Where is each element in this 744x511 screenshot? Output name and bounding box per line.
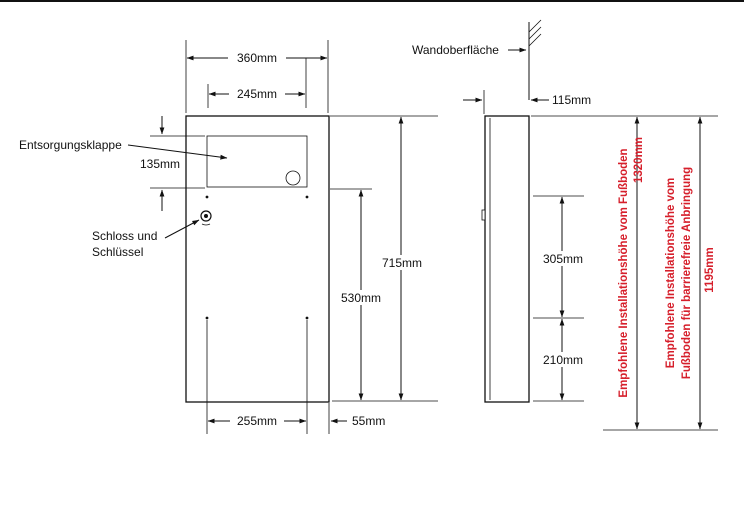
screw-dot — [205, 316, 209, 320]
side-view: Wandoberfläche 115mm 305mm 210mm Empfohl… — [412, 19, 718, 431]
wall-hatch-icon — [528, 19, 542, 47]
lock-icon — [200, 210, 212, 226]
width-label: 360mm — [237, 51, 277, 65]
accessible-height-value: 1195mm — [704, 247, 716, 292]
bottom-span-label: 255mm — [237, 414, 277, 428]
wall-label: Wandoberfläche — [412, 43, 499, 57]
cabinet-side-outline — [484, 115, 530, 403]
flap-callout: Entsorgungsklappe — [19, 138, 122, 152]
lock-callout-line2: Schlüssel — [92, 245, 143, 259]
flap-leader-line — [127, 144, 228, 160]
lower-height-label: 530mm — [341, 291, 381, 305]
flap-width-label: 245mm — [237, 87, 277, 101]
screw-dot — [305, 195, 309, 199]
lower-span-label: 210mm — [543, 353, 583, 367]
lock-callout-line1: Schloss und — [92, 229, 157, 243]
accessible-height-text-line2: Fußboden für barrierefreie Anbringung — [681, 167, 693, 379]
bottom-offset-label: 55mm — [352, 414, 385, 428]
flap-handle-circle — [285, 170, 301, 186]
screw-dot — [205, 195, 209, 199]
hinge-tab — [481, 209, 486, 221]
disposal-flap-outline — [206, 135, 308, 188]
screw-dot — [305, 316, 309, 320]
standard-height-value: 1320mm — [633, 137, 645, 183]
height-label: 715mm — [382, 256, 422, 270]
accessible-height-text-line1: Empfohlene Installationshöhe vom — [665, 178, 677, 368]
depth-label: 115mm — [552, 93, 591, 107]
standard-height-text: Empfohlene Installationshöhe vom Fußbode… — [618, 148, 630, 397]
flap-height-label: 135mm — [140, 157, 180, 171]
front-view: 360mm 245mm Entsorgungsklappe 135mm Schl… — [19, 40, 438, 434]
cabinet-front-outline — [185, 115, 330, 403]
lock-leader-line — [164, 219, 200, 239]
upper-span-label: 305mm — [543, 252, 583, 266]
